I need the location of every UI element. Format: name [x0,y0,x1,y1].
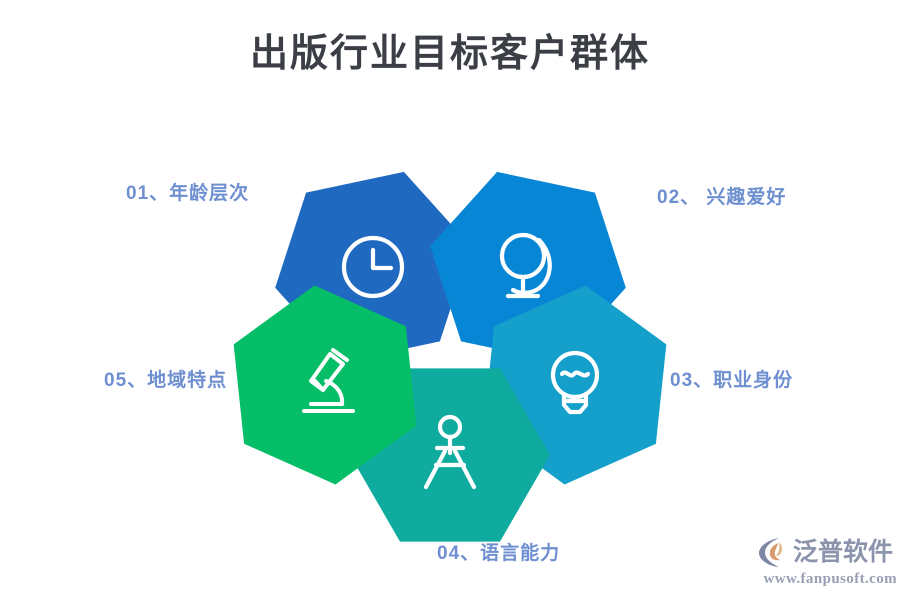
hexagon-petal-03[interactable] [443,256,707,514]
brand-url: www.fanpusoft.com [763,571,897,587]
brand-name: 泛普软件 [793,538,894,566]
clock-icon [341,235,405,299]
page-title: 出版行业目标客户群体 [249,33,650,75]
hexagon-petal-05[interactable] [193,256,457,514]
petal-label-01: 01、年龄层次 [126,183,250,204]
petal-label-04: 04、语言能力 [437,543,561,564]
brand-watermark: 泛普软件 www.fanpusoft.com [757,534,897,594]
compass-divider-icon [423,414,477,490]
microscope-icon [302,348,355,413]
petal-label-02: 02、 兴趣爱好 [657,187,787,208]
lightbulb-icon [550,350,600,415]
petal-label-03: 03、职业身份 [670,370,794,391]
fanpu-logo-icon [759,538,783,567]
brand-row: 泛普软件 [757,534,897,570]
hexagon-petal-02[interactable] [414,145,642,389]
petal-label-05: 05、地域特点 [104,370,228,391]
hexagon-flower-diagram [193,125,707,542]
hexagon-petal-04[interactable] [350,368,550,542]
hexagon-petal-01[interactable] [259,145,487,389]
globe-icon [499,232,552,299]
